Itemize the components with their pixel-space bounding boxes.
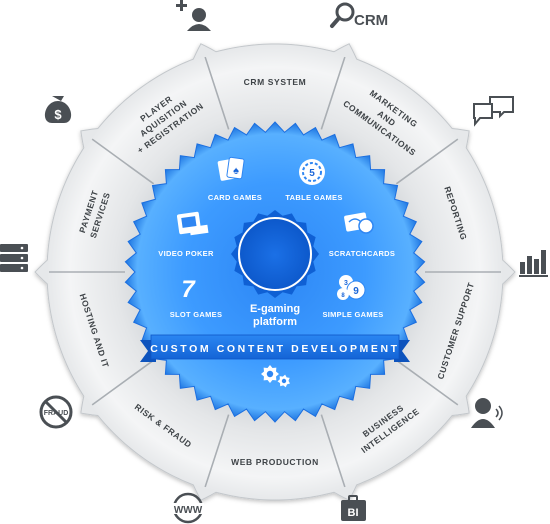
chip-number: 5 (309, 168, 315, 179)
www-label: WWW (174, 505, 203, 516)
inner-item-simple-games: 3 9 8 SIMPLE GAMES (322, 275, 383, 319)
slot-seven-icon: 7 (181, 276, 196, 303)
ring-divider (320, 414, 346, 488)
segment-label-web-production: WEB PRODUCTION (231, 457, 319, 467)
ribbon-banner: CUSTOM CONTENT DEVELOPMENT (140, 334, 410, 362)
ball-3: 3 (344, 280, 348, 287)
bi-label: BI (348, 507, 359, 519)
card-games-icon: ♠ (217, 156, 245, 181)
slot-seven: 7 (181, 276, 196, 303)
bar-chart-icon (519, 250, 548, 277)
dollar-sign: $ (54, 107, 62, 122)
chat-bubbles-icon (473, 96, 514, 127)
video-poker-icon (176, 211, 209, 236)
inner-item-table-games: 5 TABLE GAMES (285, 159, 342, 202)
no-fraud-icon: FRAUD (39, 395, 73, 429)
table-games-label: TABLE GAMES (285, 193, 342, 202)
video-poker-label: VIDEO POKER (158, 249, 214, 258)
scratchcards-label: SCRATCHCARDS (329, 249, 395, 258)
money-bag-icon: $ (44, 96, 72, 123)
inner-item-scratchcards: SCRATCHCARDS (329, 212, 395, 258)
ring-divider (204, 414, 230, 488)
simple-games-label: SIMPLE GAMES (322, 310, 383, 319)
chip-icon: 5 (299, 159, 325, 185)
ring-divider (320, 56, 346, 130)
ball-8: 8 (341, 293, 345, 299)
segment-web-production: WEB PRODUCTION (231, 457, 319, 467)
server-rack-icon (0, 244, 28, 272)
inner-item-card-games: ♠ CARD GAMES (208, 156, 262, 202)
ribbon-text: CUSTOM CONTENT DEVELOPMENT (150, 343, 399, 355)
ring-divider (395, 138, 459, 185)
center-line1: E-gaming (250, 303, 300, 315)
ring-divider (91, 138, 155, 185)
support-agent-icon (471, 398, 503, 428)
card-games-label: CARD GAMES (208, 193, 262, 202)
ring-divider (204, 56, 230, 130)
slot-games-label: SLOT GAMES (170, 310, 223, 319)
crm-icon-label: CRM (354, 12, 388, 29)
gears-icon (261, 365, 290, 388)
bi-briefcase-icon: BI (341, 495, 366, 521)
central-hub: E-gaming platform (231, 210, 319, 328)
ring-divider (91, 359, 155, 406)
ring-divider (395, 359, 459, 406)
inner-item-slot-games: 7 SLOT GAMES (170, 276, 223, 319)
svg-text:♠: ♠ (233, 165, 239, 177)
www-globe-icon: WWW (172, 492, 204, 524)
ball-9: 9 (353, 286, 359, 297)
scratchcard-icon (344, 212, 374, 234)
lottery-balls-icon: 3 9 8 (337, 275, 366, 300)
hub-ring (238, 217, 312, 291)
center-line2: platform (253, 316, 297, 328)
inner-item-video-poker: VIDEO POKER (158, 211, 214, 258)
crm-search-icon: CRM (330, 2, 388, 29)
segment-crm-system: CRM SYSTEM (244, 77, 307, 87)
ring-dividers (49, 56, 501, 488)
segment-label-crm-system: CRM SYSTEM (244, 77, 307, 87)
add-user-icon (176, 0, 211, 31)
